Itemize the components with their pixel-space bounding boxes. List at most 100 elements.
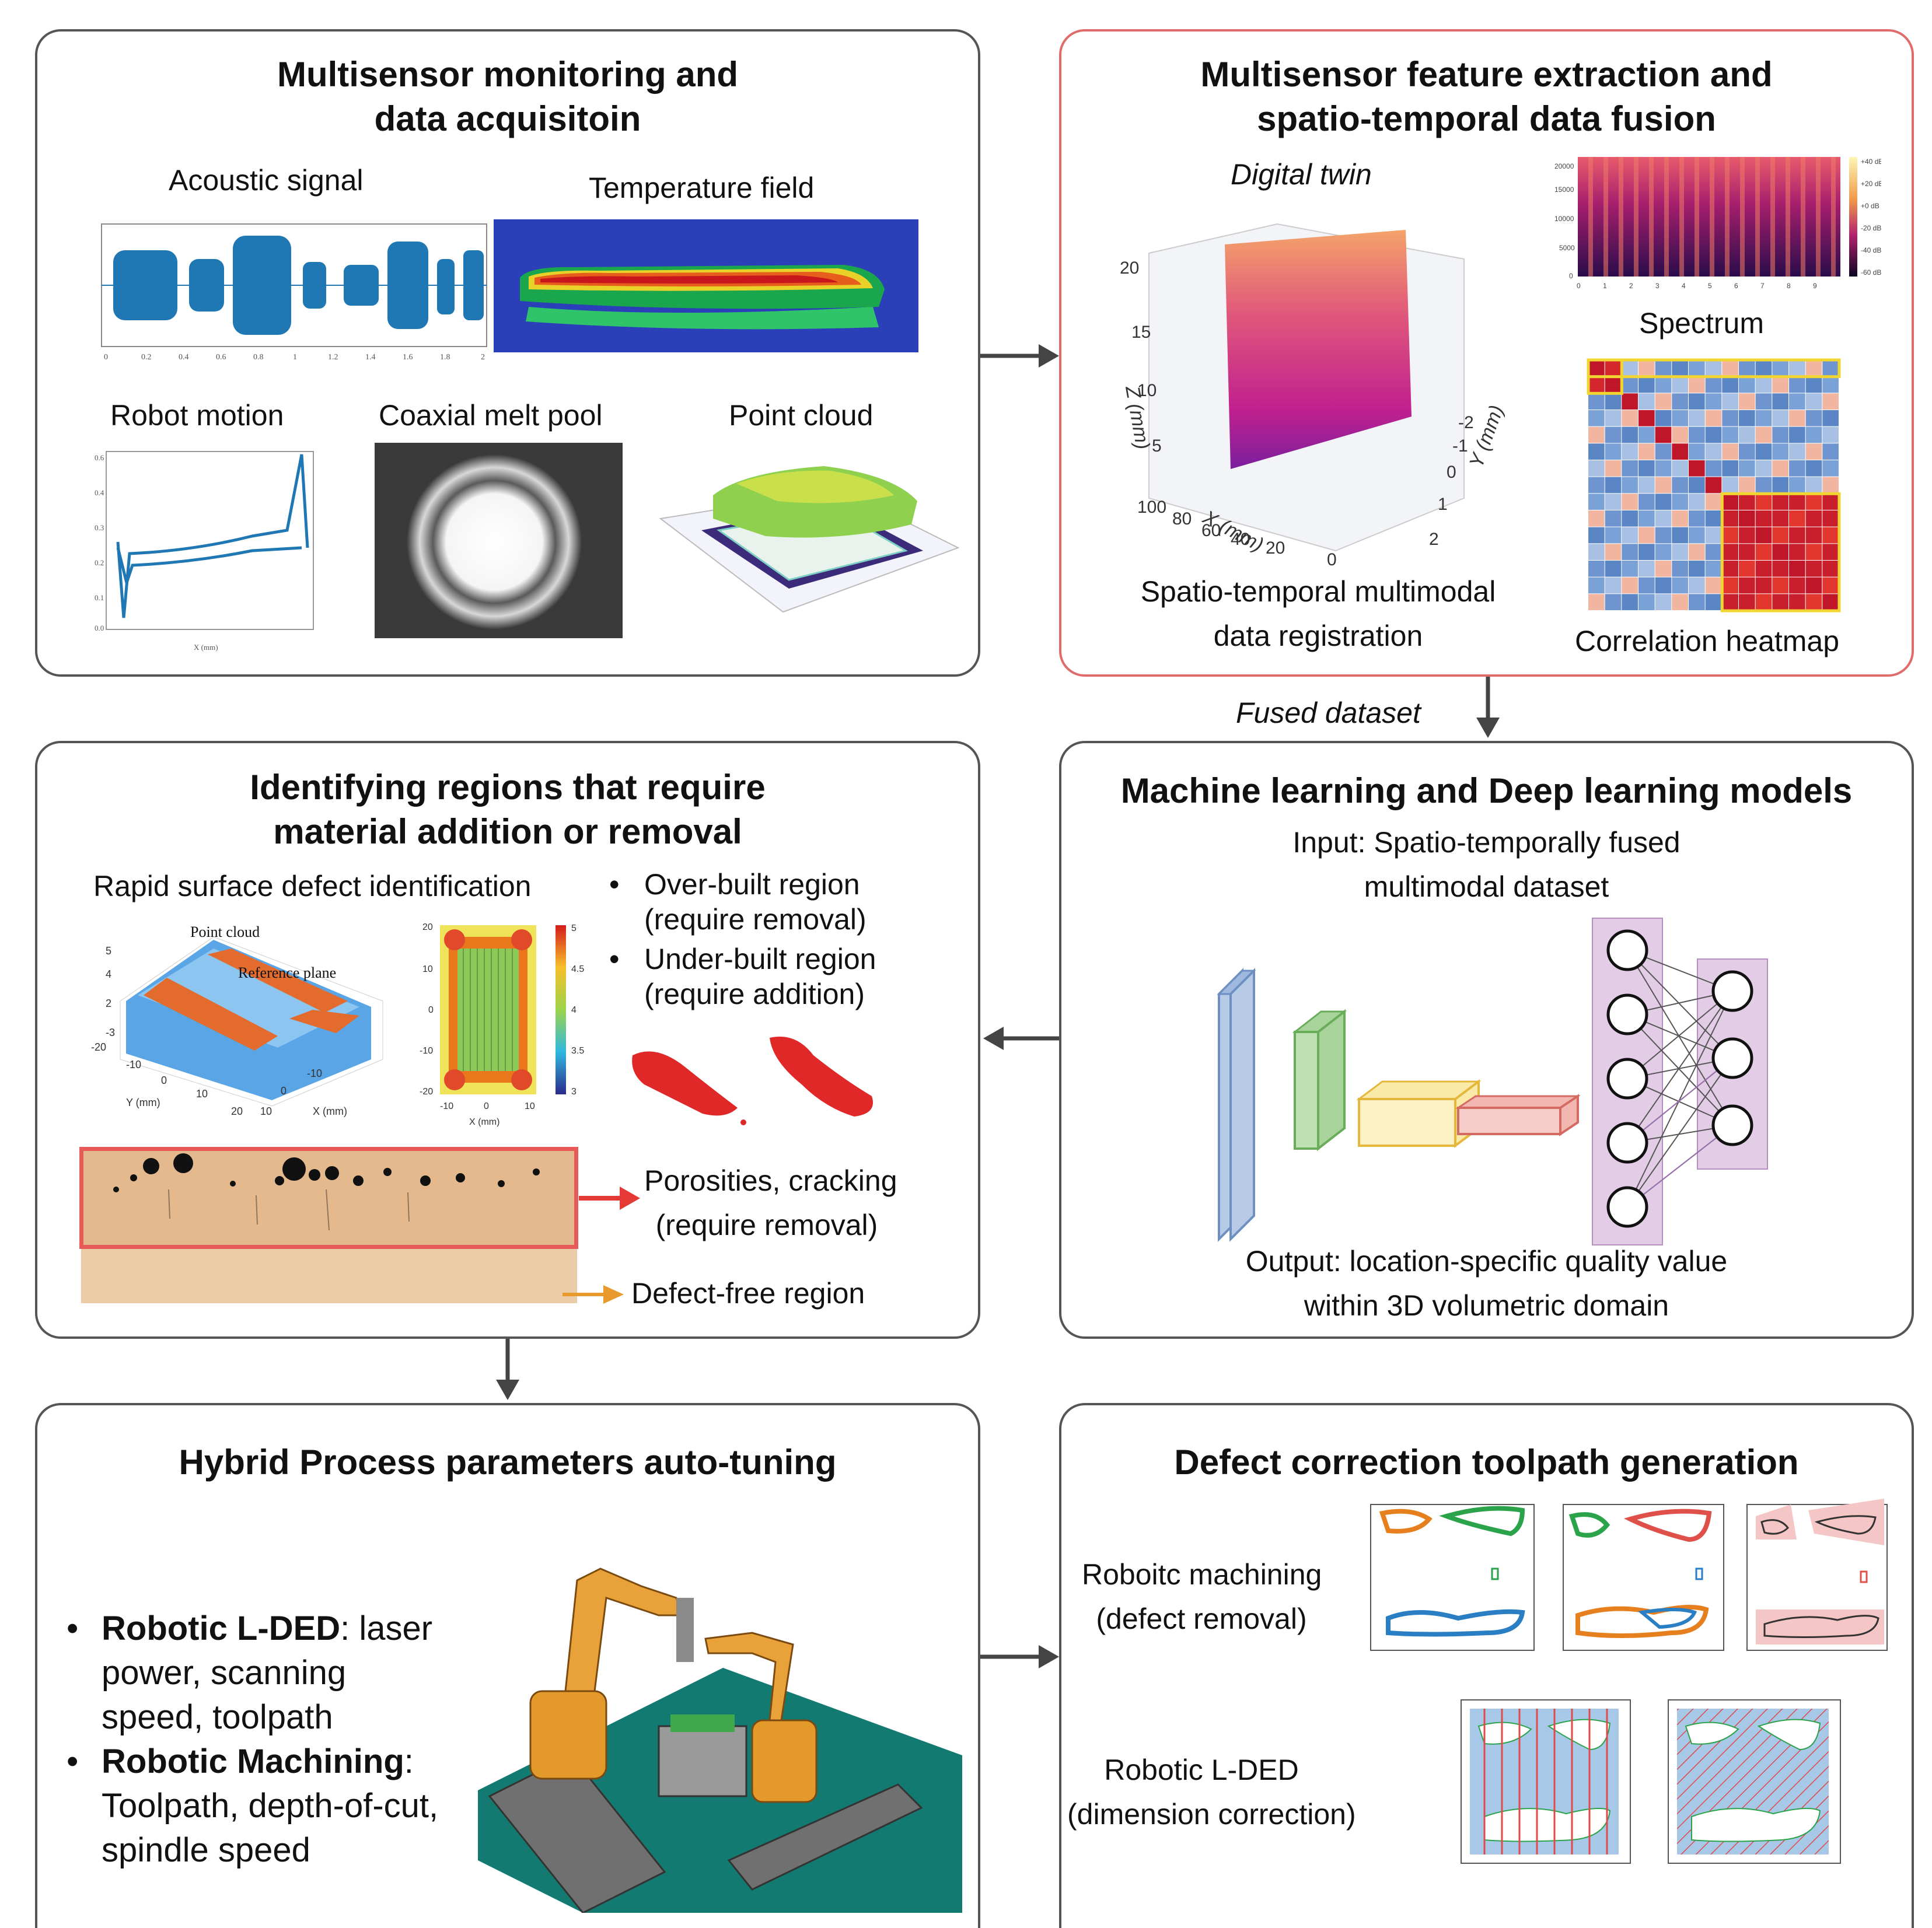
heatmap-cell xyxy=(1755,594,1772,610)
machining-label: Roboitc machining (defect removal) xyxy=(1082,1558,1322,1635)
point-cloud-plot xyxy=(649,443,964,644)
heatmap-cell xyxy=(1588,360,1605,376)
heatmap-cell xyxy=(1622,594,1638,610)
heatmap-cell xyxy=(1605,544,1622,560)
heatmap-cell xyxy=(1739,426,1755,443)
svg-text:10: 10 xyxy=(196,1088,208,1100)
svg-text:0: 0 xyxy=(1327,550,1337,569)
svg-text:5: 5 xyxy=(571,923,577,933)
heatmap-cell xyxy=(1689,527,1705,544)
heatmap-cell xyxy=(1672,410,1688,426)
arrow-ml-to-regions xyxy=(983,1027,1062,1050)
heatmap-cell xyxy=(1822,510,1839,527)
heatmap-cell xyxy=(1705,577,1722,594)
heatmap-cell xyxy=(1705,510,1722,527)
svg-text:60: 60 xyxy=(1201,521,1221,540)
heatmap-cell xyxy=(1755,527,1772,544)
heatmap-cell xyxy=(1655,460,1672,477)
heatmap-cell xyxy=(1689,443,1705,460)
heatmap-cell xyxy=(1689,376,1705,393)
heatmap-cell xyxy=(1672,594,1688,610)
heatmap-cell xyxy=(1689,494,1705,510)
panel-ml: Machine learning and Deep learning model… xyxy=(1059,741,1914,1339)
heatmap-cell xyxy=(1722,544,1738,560)
melt-pool-label: Coaxial melt pool xyxy=(379,399,603,432)
svg-text:1: 1 xyxy=(1438,495,1448,514)
svg-text:0.6: 0.6 xyxy=(95,453,104,462)
heatmap-cell xyxy=(1622,527,1638,544)
over-under-built-plot xyxy=(621,1020,895,1137)
svg-text:6: 6 xyxy=(1734,282,1738,290)
heatmap-cell xyxy=(1689,393,1705,410)
heatmap-cell xyxy=(1805,393,1822,410)
heatmap-cell xyxy=(1588,510,1605,527)
heatmap-cell xyxy=(1622,426,1638,443)
heatmap-cell xyxy=(1822,360,1839,376)
ded-toolpath-plot-2 xyxy=(1651,1691,1846,1884)
heatmap-cell xyxy=(1722,393,1738,410)
heatmap-cell xyxy=(1739,477,1755,494)
svg-text:15000: 15000 xyxy=(1554,186,1574,194)
heatmap-cell xyxy=(1739,561,1755,577)
heatmap-cell xyxy=(1689,594,1705,610)
heatmap-cell xyxy=(1739,577,1755,594)
heatmap-cell xyxy=(1772,426,1788,443)
panel-title: Defect correction toolpath generation xyxy=(1174,1443,1799,1482)
porosity-highlight-box xyxy=(79,1147,578,1249)
svg-text:1.6: 1.6 xyxy=(403,353,413,362)
svg-text:-10: -10 xyxy=(420,1046,433,1056)
heatmap-cell xyxy=(1739,494,1755,510)
heatmap-cell xyxy=(1622,393,1638,410)
heatmap-cell xyxy=(1605,393,1622,410)
heatmap-cell xyxy=(1789,410,1805,426)
heatmap-cell xyxy=(1789,460,1805,477)
svg-text:3: 3 xyxy=(1655,282,1660,290)
heatmap-cell xyxy=(1772,561,1788,577)
heatmap-cell xyxy=(1755,577,1772,594)
svg-text:2: 2 xyxy=(106,998,111,1009)
svg-text:X (mm): X (mm) xyxy=(194,643,218,652)
melt-pool-image xyxy=(375,443,623,638)
heatmap-cell xyxy=(1638,460,1655,477)
svg-text:1.8: 1.8 xyxy=(440,353,450,362)
heatmap-cell xyxy=(1605,561,1622,577)
svg-text:4.5: 4.5 xyxy=(571,964,584,974)
heatmap-cell xyxy=(1605,527,1622,544)
heatmap-cell xyxy=(1588,527,1605,544)
heatmap-cell xyxy=(1805,426,1822,443)
heatmap-cell xyxy=(1722,561,1738,577)
heatmap-cell xyxy=(1755,376,1772,393)
heatmap-cell xyxy=(1789,477,1805,494)
region-bullets: Over-built region (require removal) Unde… xyxy=(603,867,876,1012)
heatmap-cell xyxy=(1655,577,1672,594)
heatmap-cell xyxy=(1605,477,1622,494)
ml-output-label: Output: location-specific quality value … xyxy=(1245,1245,1728,1322)
heatmap-cell xyxy=(1689,410,1705,426)
heatmap-cell xyxy=(1805,544,1822,560)
heatmap-cell xyxy=(1655,426,1672,443)
heatmap-cell xyxy=(1689,561,1705,577)
heatmap-cell xyxy=(1605,410,1622,426)
svg-text:9: 9 xyxy=(1813,282,1817,290)
heatmap-cell xyxy=(1739,594,1755,610)
heatmap-cell xyxy=(1655,510,1672,527)
correlation-heatmap xyxy=(1580,351,1848,620)
heatmap-cell xyxy=(1789,376,1805,393)
heatmap-cell xyxy=(1772,376,1788,393)
svg-text:3.5: 3.5 xyxy=(571,1046,584,1056)
heatmap-cell xyxy=(1605,510,1622,527)
heatmap-cell xyxy=(1672,393,1688,410)
heatmap-cell xyxy=(1722,527,1738,544)
arrow-regions-to-tuning xyxy=(496,1339,519,1400)
arrow-monitoring-to-fusion xyxy=(980,344,1059,368)
heatmap-cell xyxy=(1822,527,1839,544)
heatmap-cell xyxy=(1722,494,1738,510)
heatmap-cell xyxy=(1772,577,1788,594)
heatmap-cell xyxy=(1722,577,1738,594)
heatmap-cell xyxy=(1805,561,1822,577)
heatmap-cell xyxy=(1822,477,1839,494)
arrow-tuning-to-toolpath xyxy=(980,1645,1059,1668)
svg-text:0.1: 0.1 xyxy=(95,593,104,602)
heatmap-cell xyxy=(1672,527,1688,544)
